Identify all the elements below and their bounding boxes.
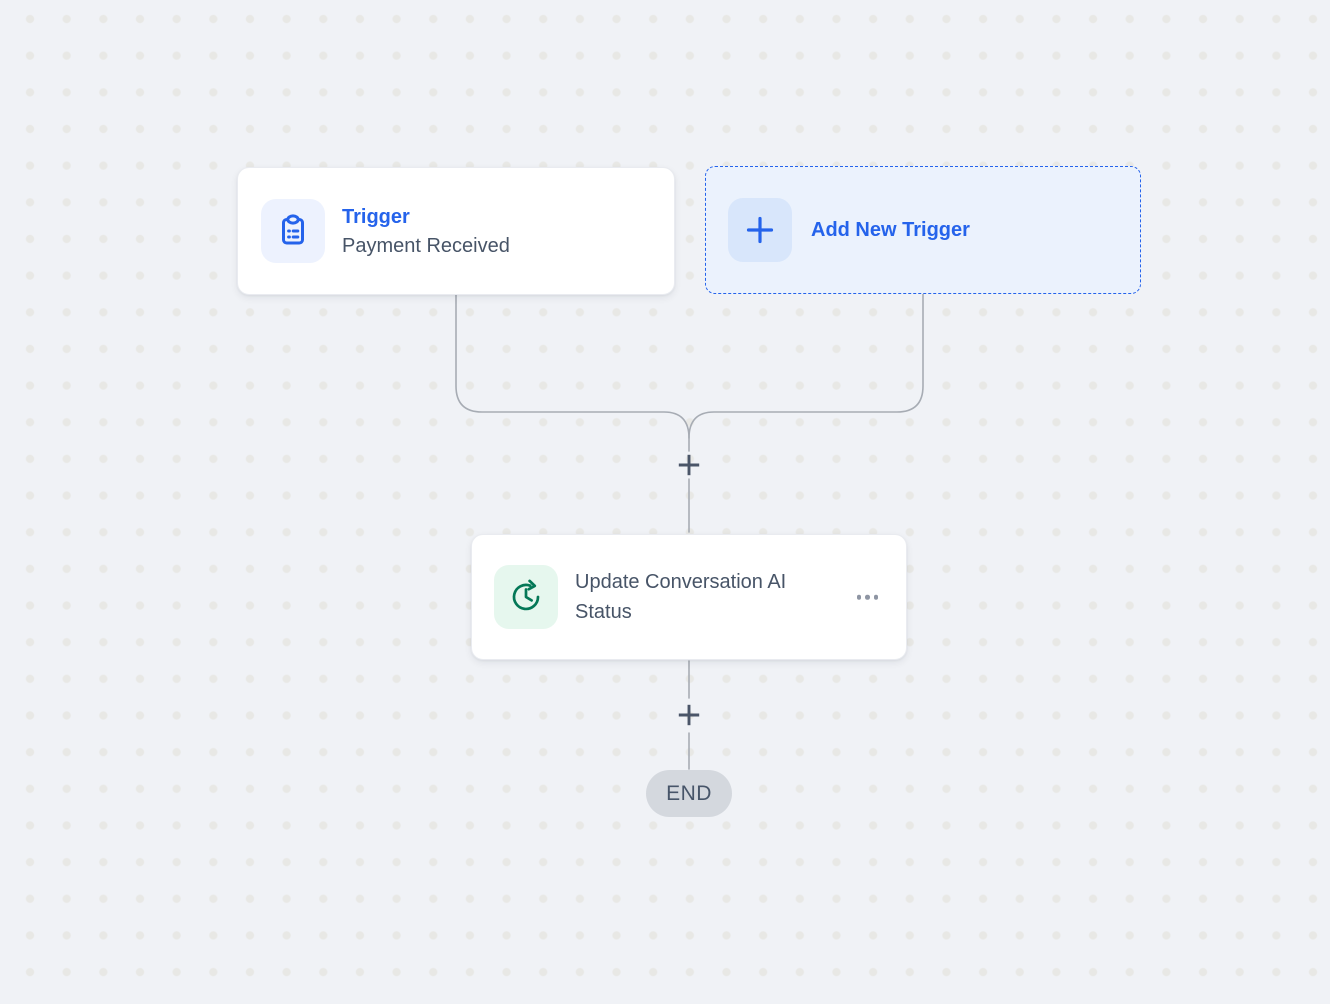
trigger-text-block: Trigger Payment Received (342, 205, 510, 258)
plus-icon (677, 703, 701, 727)
end-node: END (646, 770, 732, 817)
connector-trigger-to-merge (455, 294, 690, 452)
trigger-category-label: Trigger (342, 205, 410, 228)
trigger-icon-tile (261, 199, 325, 263)
add-new-trigger-label: Add New Trigger (811, 218, 970, 241)
plus-icon (677, 453, 701, 477)
connector-addtrigger-to-merge (688, 293, 924, 439)
trigger-node-card[interactable]: Trigger Payment Received (237, 167, 675, 295)
add-trigger-icon-tile (728, 198, 792, 262)
ellipsis-icon[interactable] (853, 591, 883, 604)
clipboard-list-icon (276, 214, 310, 248)
add-step-button[interactable] (674, 700, 704, 730)
end-label: END (666, 781, 712, 805)
clock-refresh-icon (507, 578, 545, 616)
action-node-card[interactable]: Update Conversation AI Status (471, 534, 907, 660)
trigger-title: Payment Received (342, 234, 510, 257)
action-title: Update Conversation AI Status (575, 571, 787, 623)
action-icon-tile (494, 565, 558, 629)
add-new-trigger-button[interactable]: Add New Trigger (705, 166, 1141, 294)
add-step-button[interactable] (674, 450, 704, 480)
plus-icon (743, 213, 777, 247)
